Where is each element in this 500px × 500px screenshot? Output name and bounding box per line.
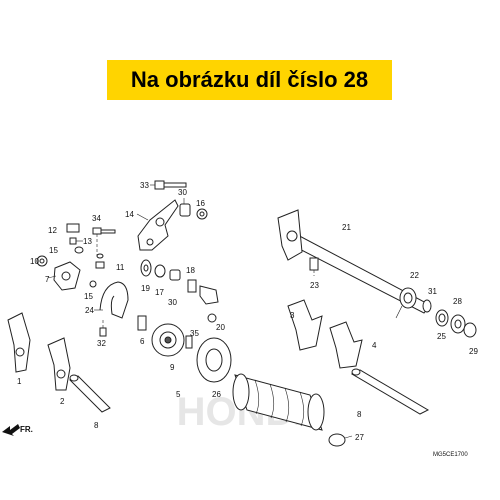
callout-11: 11 [116,263,125,272]
callout-15-lower: 15 [84,292,93,301]
callout-10: 10 [30,257,39,266]
part-number-banner: Na obrázku díl číslo 28 [107,60,392,100]
callout-35: 35 [190,329,199,338]
part-31-circlip [422,299,432,313]
part-9-shift-drum-gear [151,323,185,357]
part-6-pin [137,315,147,331]
part-8-fork-shaft-left [69,374,111,413]
callout-14: 14 [125,210,134,219]
callout-25: 25 [437,332,446,341]
part-34-bolt [92,227,116,256]
callout-13: 13 [83,237,92,246]
part-shift-drum [232,373,325,431]
part-13-bolt [69,237,83,245]
part-4-shift-fork [329,321,363,369]
callout-24: 24 [85,306,94,315]
callout-8-right: 8 [357,410,362,419]
callout-3: 3 [290,311,295,320]
part-26-bearing [196,337,232,383]
part-15-washer-left [74,246,84,254]
part-2-shift-fork [47,337,71,391]
part-18-pin [187,279,197,293]
part-11-pin [95,261,105,269]
part-1-shift-fork [7,312,31,373]
part-8-fork-shaft-right [350,368,430,415]
part-35-pin [185,335,193,349]
front-direction-arrow [2,424,20,436]
callout-32: 32 [97,339,106,348]
callout-30-lower: 30 [168,298,177,307]
part-21-gearshift-spindle [277,209,431,314]
part-15-washer-right [96,253,104,259]
callout-12: 12 [48,226,57,235]
callout-labels: 1 2 3 4 5 6 7 8 8 9 10 11 12 13 14 15 15… [17,181,478,442]
callout-22: 22 [410,271,419,280]
callout-34: 34 [92,214,101,223]
part-16-collar [196,208,208,220]
banner-text: Na obrázku díl číslo 28 [130,67,369,92]
diagram-code: MG5CE1700 [433,452,468,458]
part-17-spring [154,264,166,278]
callout-19: 19 [141,284,150,293]
part-7-stopper-arm [47,261,81,291]
callout-29: 29 [469,347,478,356]
part-24-guide-plate [94,281,129,319]
part-12-spring [66,223,80,233]
callout-5: 5 [176,390,181,399]
callout-30-upper: 30 [178,188,187,197]
callout-8-left: 8 [94,421,99,430]
part-29-ring [463,322,477,338]
part-33-bolt [150,180,187,190]
part-3-shift-fork [287,299,323,351]
part-28-oil-seal [450,314,466,334]
front-direction-label: FR. [20,425,33,434]
callout-1: 1 [17,377,22,386]
part-32-bolt [99,320,107,337]
callout-23: 23 [310,281,319,290]
callout-28: 28 [453,297,462,306]
part-23-bolt [309,257,319,276]
callout-6: 6 [140,337,145,346]
callout-17: 17 [155,288,164,297]
callout-15-left: 15 [49,246,58,255]
part-25-washer [435,309,449,327]
callout-20: 20 [216,323,225,332]
callout-18: 18 [186,266,195,275]
part-30-dowel-upper [179,198,191,217]
callout-16: 16 [196,199,205,208]
callout-33: 33 [140,181,149,190]
part-14-stopper-plate [136,199,179,251]
part-30-dowel-lower [169,269,181,281]
callout-4: 4 [372,341,377,350]
part-19-collar [140,259,152,277]
part-22-return-spring [395,287,417,319]
callout-26: 26 [212,390,221,399]
part-20-lever [199,285,219,323]
callout-27: 27 [355,433,364,442]
callout-7: 7 [45,275,50,284]
callout-31: 31 [428,287,437,296]
part-5-small [89,280,97,288]
callout-2: 2 [60,397,65,406]
callout-9: 9 [170,363,175,372]
part-10-collar [36,255,48,267]
part-27-cap [328,433,353,447]
callout-21: 21 [342,223,351,232]
